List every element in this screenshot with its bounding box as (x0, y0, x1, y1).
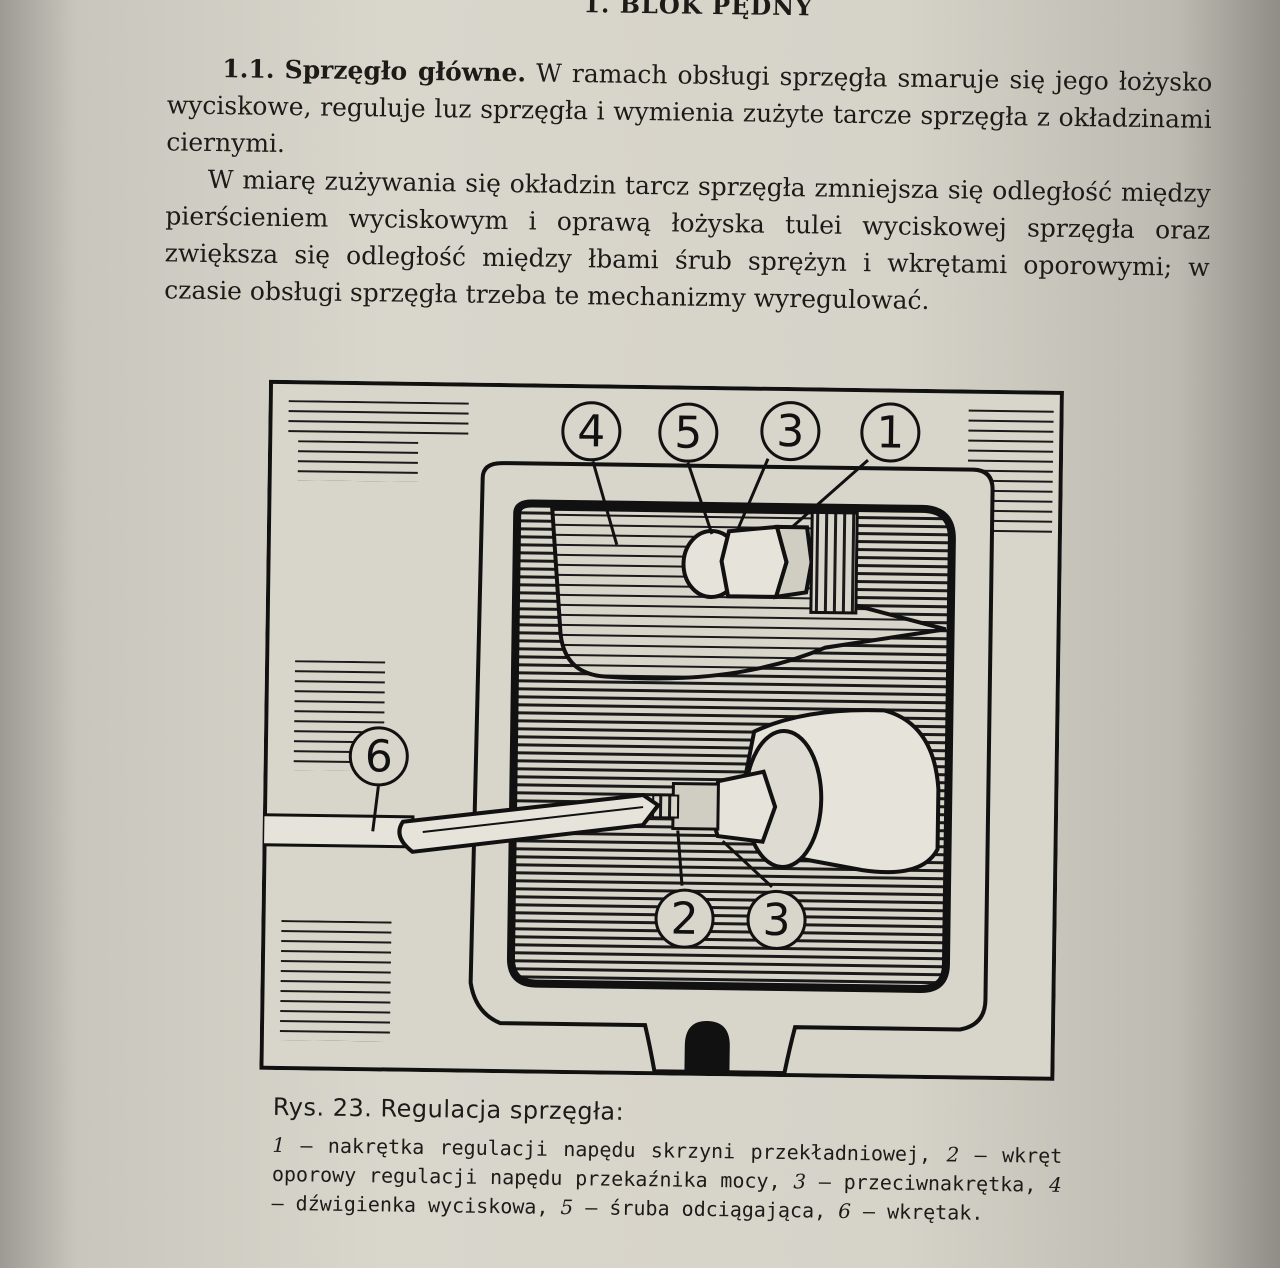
paragraph-1: 1.1. Sprzęgło główne. W ramach obsługi s… (166, 49, 1212, 175)
paragraph-2: W miarę zużywania się okładzin tarcz spr… (164, 164, 1211, 316)
figure-caption: Rys. 23. Regulacja sprzęgła: 1 — nakrętk… (271, 1093, 1073, 1229)
caption-title: Rys. 23. Regulacja sprzęgła: (272, 1092, 625, 1126)
legend-item: 1 — nakrętka regulacji napędu skrzyni pr… (272, 1132, 932, 1167)
section-title: Sprzęgło główne. (284, 54, 527, 88)
legend-item: 5 — śruba odciągająca, (560, 1194, 827, 1223)
clutch-adjustment-figure: 4 5 3 1 6 2 3 (259, 379, 1064, 1081)
section-number: 1.1. (222, 54, 275, 84)
legend-item: 3 — przeciwnakrętka, (793, 1169, 1037, 1197)
legend-item: 6 — wkrętak. (838, 1198, 984, 1225)
section-text: 1.1. Sprzęgło główne. W ramach obsługi s… (164, 49, 1213, 323)
caption-legend: 1 — nakrętka regulacji napędu skrzyni pr… (271, 1131, 1062, 1229)
chapter-heading: 1. BLOK PĘDNY (583, 0, 814, 22)
